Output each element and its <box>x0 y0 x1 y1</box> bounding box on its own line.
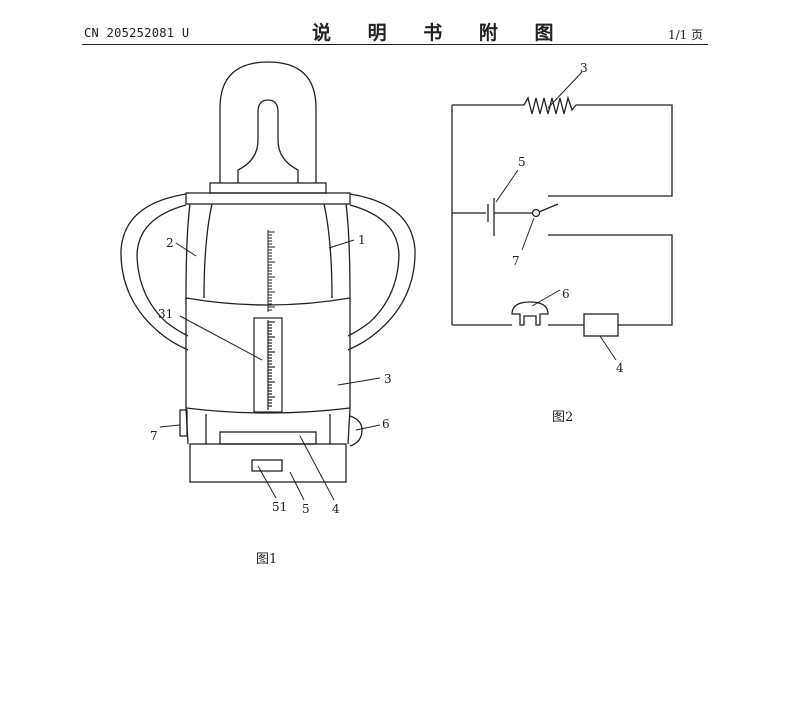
label-4: 4 <box>332 502 340 516</box>
lid-knob-inner <box>237 99 299 183</box>
lid-collar <box>209 182 327 194</box>
label-5: 5 <box>518 155 526 169</box>
handle-right-outer <box>347 193 416 351</box>
label-6: 6 <box>382 417 390 431</box>
figure-2-leaders <box>495 71 617 361</box>
switch-51 <box>251 459 283 472</box>
water-window-31 <box>253 317 283 413</box>
figure-2-caption: 图2 <box>552 410 574 425</box>
switch-7 <box>179 409 188 437</box>
indicator-6 <box>511 301 549 326</box>
glass-right <box>323 203 333 299</box>
band-bottom <box>185 407 351 414</box>
water-scale-upper <box>267 230 275 312</box>
label-51: 51 <box>272 500 287 514</box>
lid-knob-outline <box>219 61 317 183</box>
switch-7-lever <box>538 203 559 213</box>
label-1: 1 <box>358 233 366 247</box>
label-7: 7 <box>150 429 158 443</box>
figure-1-caption: 图1 <box>256 552 278 567</box>
page-number: 1/1 页 <box>668 28 704 42</box>
page-title: 说 明 书 附 图 <box>312 22 569 44</box>
publication-number: CN 205252081 U <box>84 26 190 40</box>
body-left-outer <box>185 203 191 408</box>
figure-1-leaders <box>159 239 381 501</box>
glass-left <box>203 203 213 299</box>
figure-2-circuit <box>451 95 673 337</box>
header-rule <box>82 44 708 45</box>
indicator-6 <box>349 415 363 447</box>
handle-left-outer <box>120 193 189 351</box>
label-31: 31 <box>158 307 173 321</box>
figure-1-kettle <box>120 61 416 483</box>
label-2: 2 <box>166 236 174 250</box>
handle-left-inner <box>136 204 189 337</box>
label-6: 6 <box>562 287 570 301</box>
body-right-outer <box>345 203 351 408</box>
top-rim <box>185 192 351 205</box>
component-4 <box>583 313 619 337</box>
label-7: 7 <box>512 254 520 268</box>
label-4: 4 <box>616 361 624 375</box>
label-3: 3 <box>384 372 392 386</box>
label-5: 5 <box>302 502 310 516</box>
base-5 <box>189 443 347 483</box>
label-3: 3 <box>580 61 588 75</box>
switch-7-contact <box>531 208 541 218</box>
handle-right-inner <box>347 204 400 337</box>
lower-right <box>347 407 351 445</box>
